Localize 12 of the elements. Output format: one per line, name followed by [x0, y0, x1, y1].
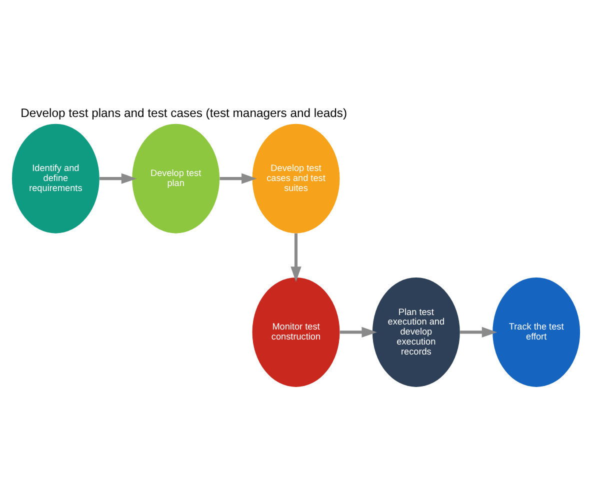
node-ellipse: Track the test effort	[492, 276, 580, 386]
arrow	[460, 326, 498, 338]
diagram-title: Develop test plans and test cases (test managers and leads)	[20, 105, 348, 120]
arrow	[220, 172, 257, 184]
node-ellipse: Monitor test construction	[252, 276, 340, 386]
node-ellipse: Develop test cases and test suites	[252, 123, 340, 233]
node-ellipse: Identify and define requirements	[12, 123, 100, 233]
arrow	[340, 326, 377, 338]
arrow	[290, 232, 302, 282]
node-ellipse: Plan test execution and develop execution records	[372, 276, 460, 386]
node-ellipse: Develop test plan	[132, 123, 220, 233]
arrow	[100, 172, 137, 184]
